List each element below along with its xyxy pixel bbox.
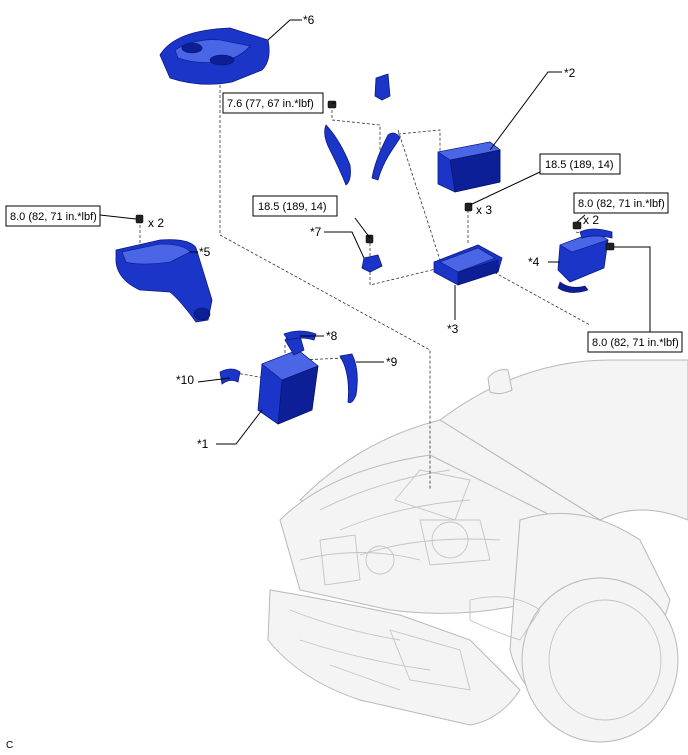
bracket-part — [361, 234, 383, 273]
vehicle-illustration — [267, 359, 688, 743]
quantity-battery: x 3 — [476, 203, 492, 217]
battery-cables-part — [324, 100, 401, 186]
air-duct-part — [115, 214, 213, 323]
torque-spec-left: 8.0 (82, 71 in.*lbf) — [5, 205, 101, 227]
quantity-right: x 2 — [583, 213, 599, 227]
callout-3: *3 — [447, 322, 459, 336]
module-part — [557, 221, 615, 293]
callout-9: *9 — [386, 355, 398, 369]
callout-10: *10 — [176, 373, 194, 387]
callout-6: *6 — [303, 13, 315, 27]
quantity-left: x 2 — [148, 216, 164, 230]
engine-cover-part — [159, 27, 270, 85]
torque-spec-battery: 18.5 (189, 14) — [539, 153, 621, 175]
svg-text:7.6 (77, 67 in.*lbf): 7.6 (77, 67 in.*lbf) — [227, 98, 314, 110]
battery-part — [437, 141, 501, 193]
callout-4: *4 — [528, 255, 540, 269]
callout-7: *7 — [310, 225, 322, 239]
svg-text:18.5 (189, 14): 18.5 (189, 14) — [258, 201, 327, 213]
svg-text:8.0 (82, 71 in.*lbf): 8.0 (82, 71 in.*lbf) — [592, 337, 679, 349]
callout-5: *5 — [199, 245, 211, 259]
torque-spec-bracket: 18.5 (189, 14) — [252, 195, 338, 217]
small-hose-part — [219, 368, 241, 385]
torque-spec-right-lower: 8.0 (82, 71 in.*lbf) — [587, 331, 683, 353]
leader-lines — [99, 19, 651, 445]
callout-1: *1 — [197, 437, 209, 451]
svg-text:18.5 (189, 14): 18.5 (189, 14) — [545, 159, 614, 171]
torque-spec-right-upper: 8.0 (82, 71 in.*lbf) — [573, 192, 669, 214]
harness-part — [339, 353, 358, 404]
svg-text:8.0 (82, 71 in.*lbf): 8.0 (82, 71 in.*lbf) — [10, 211, 97, 223]
svg-text:8.0 (82, 71 in.*lbf): 8.0 (82, 71 in.*lbf) — [578, 198, 665, 210]
battery-tray-part — [433, 244, 503, 286]
callout-8: *8 — [326, 329, 338, 343]
figure-code: C — [6, 740, 13, 751]
torque-spec-top: 7.6 (77, 67 in.*lbf) — [222, 92, 324, 114]
air-cleaner-part — [257, 334, 319, 425]
battery-clamp-part — [374, 73, 391, 101]
callout-2: *2 — [564, 66, 576, 80]
